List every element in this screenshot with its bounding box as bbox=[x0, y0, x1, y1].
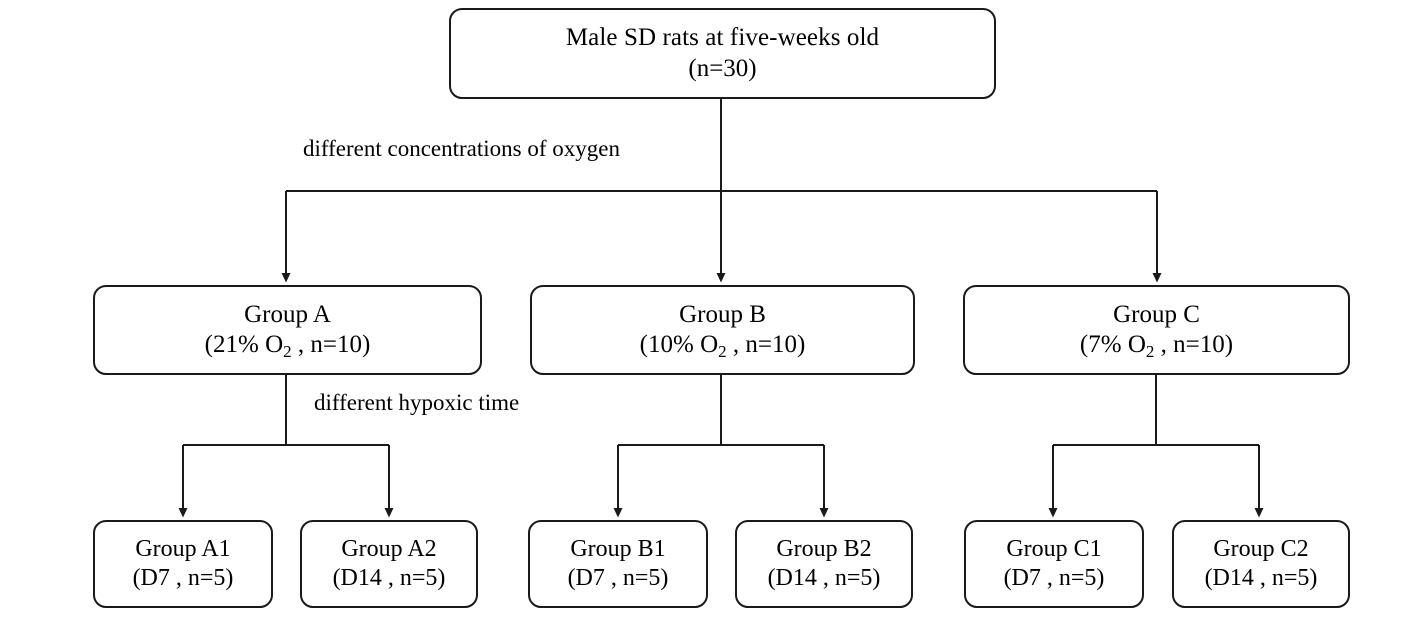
node-group-a2: Group A2 (D14 , n=5) bbox=[300, 520, 478, 608]
node-group-b2: Group B2 (D14 , n=5) bbox=[735, 520, 913, 608]
node-group-c-condition: (7% O2 , n=10) bbox=[1080, 330, 1233, 361]
node-group-c: Group C (7% O2 , n=10) bbox=[963, 285, 1350, 375]
node-group-a1-title: Group A1 bbox=[135, 535, 231, 562]
node-group-b: Group B (10% O2 , n=10) bbox=[530, 285, 915, 375]
node-group-a-condition: (21% O2 , n=10) bbox=[205, 330, 371, 361]
node-group-c-title: Group C bbox=[1113, 300, 1200, 328]
node-group-b2-title: Group B2 bbox=[776, 535, 872, 562]
node-group-a1-detail: (D7 , n=5) bbox=[132, 565, 234, 591]
node-group-b-condition-prefix: (10% O bbox=[639, 331, 719, 358]
node-group-c2-title: Group C2 bbox=[1213, 535, 1309, 562]
node-group-c1: Group C1 (D7 , n=5) bbox=[964, 520, 1144, 608]
node-group-b-title: Group B bbox=[679, 300, 766, 328]
node-group-a2-title: Group A2 bbox=[341, 535, 437, 562]
node-group-b-condition-suffix: , n=10) bbox=[726, 331, 806, 358]
node-group-b1: Group B1 (D7 , n=5) bbox=[528, 520, 708, 608]
node-group-b-condition-subscript: 2 bbox=[718, 341, 727, 361]
node-group-a-title: Group A bbox=[244, 300, 331, 328]
node-group-a-condition-suffix: , n=10) bbox=[291, 331, 371, 358]
node-root-line2: (n=30) bbox=[688, 54, 757, 82]
node-group-c-condition-suffix: , n=10) bbox=[1154, 331, 1234, 358]
node-group-c-condition-prefix: (7% O bbox=[1079, 331, 1146, 358]
node-group-b1-title: Group B1 bbox=[570, 535, 666, 562]
node-group-a: Group A (21% O2 , n=10) bbox=[93, 285, 482, 375]
node-root-line1: Male SD rats at five-weeks old bbox=[565, 24, 880, 51]
node-group-a1: Group A1 (D7 , n=5) bbox=[93, 520, 273, 608]
edge-label-oxygen: different concentrations of oxygen bbox=[303, 136, 620, 161]
node-group-a-condition-subscript: 2 bbox=[283, 341, 292, 361]
edge-label-hypoxic-time: different hypoxic time bbox=[314, 390, 520, 415]
node-group-a-condition-prefix: (21% O bbox=[204, 331, 284, 358]
node-group-c2: Group C2 (D14 , n=5) bbox=[1172, 520, 1350, 608]
node-group-c1-title: Group C1 bbox=[1006, 535, 1102, 562]
node-group-b-condition: (10% O2 , n=10) bbox=[640, 330, 806, 361]
node-group-c1-detail: (D7 , n=5) bbox=[1003, 565, 1105, 591]
node-group-c2-detail: (D14 , n=5) bbox=[1204, 565, 1318, 591]
node-group-c-condition-subscript: 2 bbox=[1145, 341, 1155, 361]
node-group-a2-detail: (D14 , n=5) bbox=[332, 565, 446, 591]
node-group-b2-detail: (D14 , n=5) bbox=[767, 565, 881, 591]
node-group-b1-detail: (D7 , n=5) bbox=[567, 565, 669, 591]
node-root: Male SD rats at five-weeks old (n=30) bbox=[449, 8, 996, 99]
